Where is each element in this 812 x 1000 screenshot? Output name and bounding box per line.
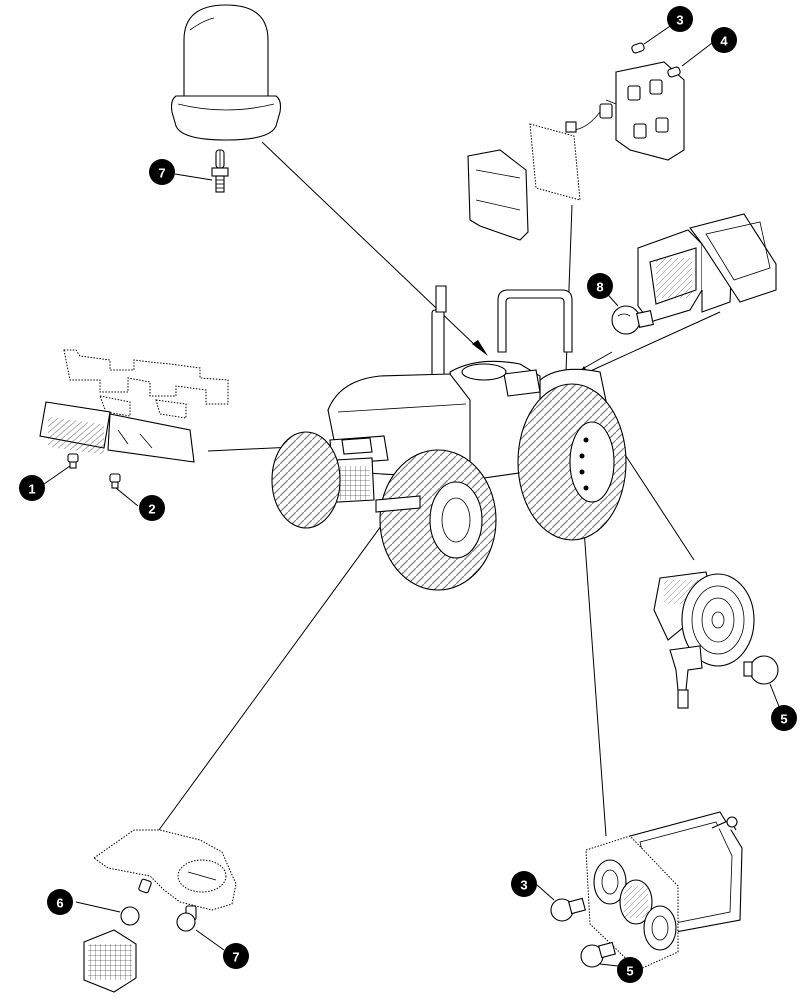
- beacon-bulb: [211, 149, 229, 193]
- svg-text:5: 5: [626, 964, 633, 979]
- rear-lamp-housing: [565, 61, 685, 161]
- svg-text:1: 1: [28, 482, 35, 497]
- svg-text:3: 3: [676, 13, 683, 28]
- svg-text:7: 7: [232, 950, 239, 965]
- bulb-3-tail: [550, 897, 586, 922]
- bulb-7-bottom: [176, 905, 197, 932]
- side-marker-lens: [83, 929, 137, 993]
- work-lamp: [653, 571, 755, 709]
- svg-text:7: 7: [158, 166, 165, 181]
- tractor: [271, 285, 627, 591]
- front-headlight-bracket: [63, 349, 229, 419]
- callout-3-tail: 3: [511, 871, 537, 897]
- callout-6: 6: [47, 889, 73, 915]
- callout-5-tail: 5: [617, 957, 643, 983]
- callout-4: 4: [711, 27, 737, 53]
- bulb-8: [611, 305, 654, 335]
- rear-lamp-lens: [467, 149, 529, 241]
- callout-1: 1: [19, 475, 45, 501]
- callout-7-bottom: 7: [223, 943, 249, 969]
- bulb-2: [109, 473, 121, 489]
- svg-text:6: 6: [56, 896, 63, 911]
- callout-8: 8: [587, 273, 613, 299]
- callout-7-top: 7: [149, 159, 175, 185]
- callout-2: 2: [139, 495, 165, 521]
- bulb-1: [67, 453, 79, 469]
- side-lamp-assembly: [637, 213, 777, 323]
- callout-5-worklamp: 5: [771, 705, 797, 731]
- svg-text:4: 4: [720, 34, 728, 49]
- rotating-beacon: [170, 4, 282, 141]
- bulb-5-tail: [580, 941, 616, 968]
- svg-text:3: 3: [520, 878, 527, 893]
- front-headlight-lens: [39, 401, 195, 463]
- tail-lamp-lens: [585, 835, 679, 971]
- bulb-3-top: [631, 42, 645, 54]
- rear-lamp-gasket: [529, 123, 581, 201]
- bulb-4: [667, 66, 681, 78]
- bulb-5-worklamp: [743, 655, 779, 685]
- svg-text:8: 8: [596, 280, 603, 295]
- svg-text:2: 2: [148, 502, 155, 517]
- bulb-6: [120, 878, 152, 926]
- side-marker-bracket: [93, 829, 237, 911]
- svg-text:5: 5: [780, 712, 787, 727]
- callout-3-top: 3: [667, 6, 693, 32]
